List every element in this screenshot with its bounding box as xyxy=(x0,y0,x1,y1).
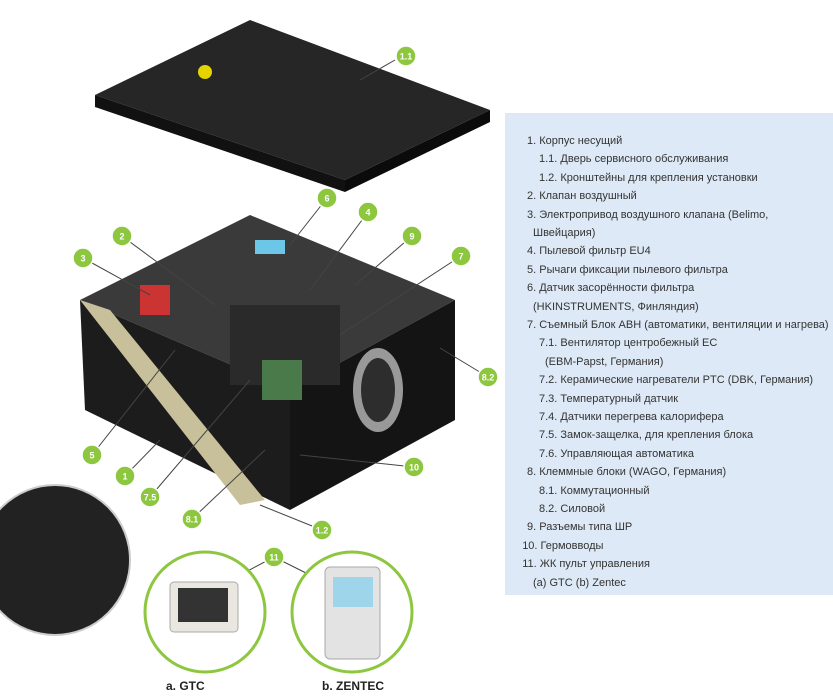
legend-item: 6. Датчик засорённости фильтра xyxy=(527,282,695,295)
callout-label: 10 xyxy=(409,463,419,473)
callout-label: 4 xyxy=(365,208,370,218)
legend-item: 4. Пылевой фильтр EU4 xyxy=(527,245,651,258)
callout-marker xyxy=(403,456,425,478)
caption-gtc: a. GTC xyxy=(166,679,205,693)
callout-label: 8.2 xyxy=(482,373,495,383)
legend-item: 5. Рычаги фиксации пылевого фильтра xyxy=(527,263,728,276)
callout-label: 1.2 xyxy=(316,526,329,536)
legend-item: 7.3. Температурный датчик xyxy=(539,392,679,405)
legend-item: 11. ЖК пульт управления xyxy=(522,558,650,571)
callout-marker xyxy=(401,225,423,247)
legend-item: 7.6. Управляющая автоматика xyxy=(539,447,695,460)
legend-item: (a) GTC (b) Zentec xyxy=(533,576,626,589)
callout-label: 6 xyxy=(324,194,329,204)
legend-item: 3. Электропривод воздушного клапана (Bel… xyxy=(527,208,769,221)
legend-item: 8. Клеммные блоки (WAGO, Германия) xyxy=(527,466,727,479)
callout-marker xyxy=(450,245,472,267)
callout-marker xyxy=(81,444,103,466)
callout-markers: 1.1 6 4 9 2 7 3 8.2 5 1 10 7.5 8.1 1.2 11 xyxy=(72,45,499,568)
callout-marker xyxy=(477,366,499,388)
callout-marker xyxy=(181,508,203,530)
legend-item: 1.1. Дверь сервисного обслуживания xyxy=(539,153,729,166)
unit-body xyxy=(80,215,455,510)
service-door-lid xyxy=(95,20,490,192)
caption-zentec: b. ZENTEC xyxy=(322,679,384,693)
legend-item: 10. Гермовводы xyxy=(522,539,604,552)
callout-label: 1.1 xyxy=(400,52,413,62)
callout-label: 2 xyxy=(119,232,124,242)
callout-marker xyxy=(395,45,417,67)
legend-item: 2. Клапан воздушный xyxy=(527,190,637,203)
legend-item: 9. Разъемы типа ШР xyxy=(527,521,633,534)
legend-item: 8.2. Силовой xyxy=(539,503,606,515)
callout-marker xyxy=(139,486,161,508)
legend-item: (EBM-Papst, Германия) xyxy=(545,355,664,368)
callout-label: 7.5 xyxy=(144,493,157,503)
callout-marker xyxy=(111,225,133,247)
legend-item: 1.2. Кронштейны для крепления установки xyxy=(539,171,758,184)
callout-marker xyxy=(311,519,333,541)
latch-inset xyxy=(0,484,131,636)
callout-marker xyxy=(114,465,136,487)
callout-label: 5 xyxy=(89,451,94,461)
callout-marker xyxy=(316,187,338,209)
legend-item: 7. Съемный Блок АВН (автоматики, вентиля… xyxy=(527,319,829,331)
callout-marker xyxy=(72,247,94,269)
legend-item: 8.1. Коммутационный xyxy=(539,484,650,497)
callout-label: 1 xyxy=(122,472,127,482)
legend-item: 7.1. Вентилятор центробежный EC xyxy=(539,337,718,350)
legend-item: 7.4. Датчики перегрева калорифера xyxy=(539,411,724,423)
legend-item: (HKINSTRUMENTS, Финляндия) xyxy=(533,300,699,313)
callout-label: 9 xyxy=(409,232,414,242)
legend-panel: 1. Корпус несущий 1.1. Дверь сервисного о… xyxy=(505,113,833,595)
legend-item: 1. Корпус несущий xyxy=(527,135,623,147)
callout-marker xyxy=(263,546,285,568)
callout-label: 8.1 xyxy=(186,515,199,525)
callout-label: 3 xyxy=(80,254,85,264)
callout-label: 7 xyxy=(458,252,463,262)
callout-label: 11 xyxy=(269,553,279,563)
legend-item: 7.2. Керамические нагреватели PTC (DBK, … xyxy=(539,374,814,387)
legend-item: Швейцария) xyxy=(533,227,596,239)
legend-item: 7.5. Замок-защелка, для крепления блока xyxy=(539,429,754,442)
callout-marker xyxy=(357,201,379,223)
